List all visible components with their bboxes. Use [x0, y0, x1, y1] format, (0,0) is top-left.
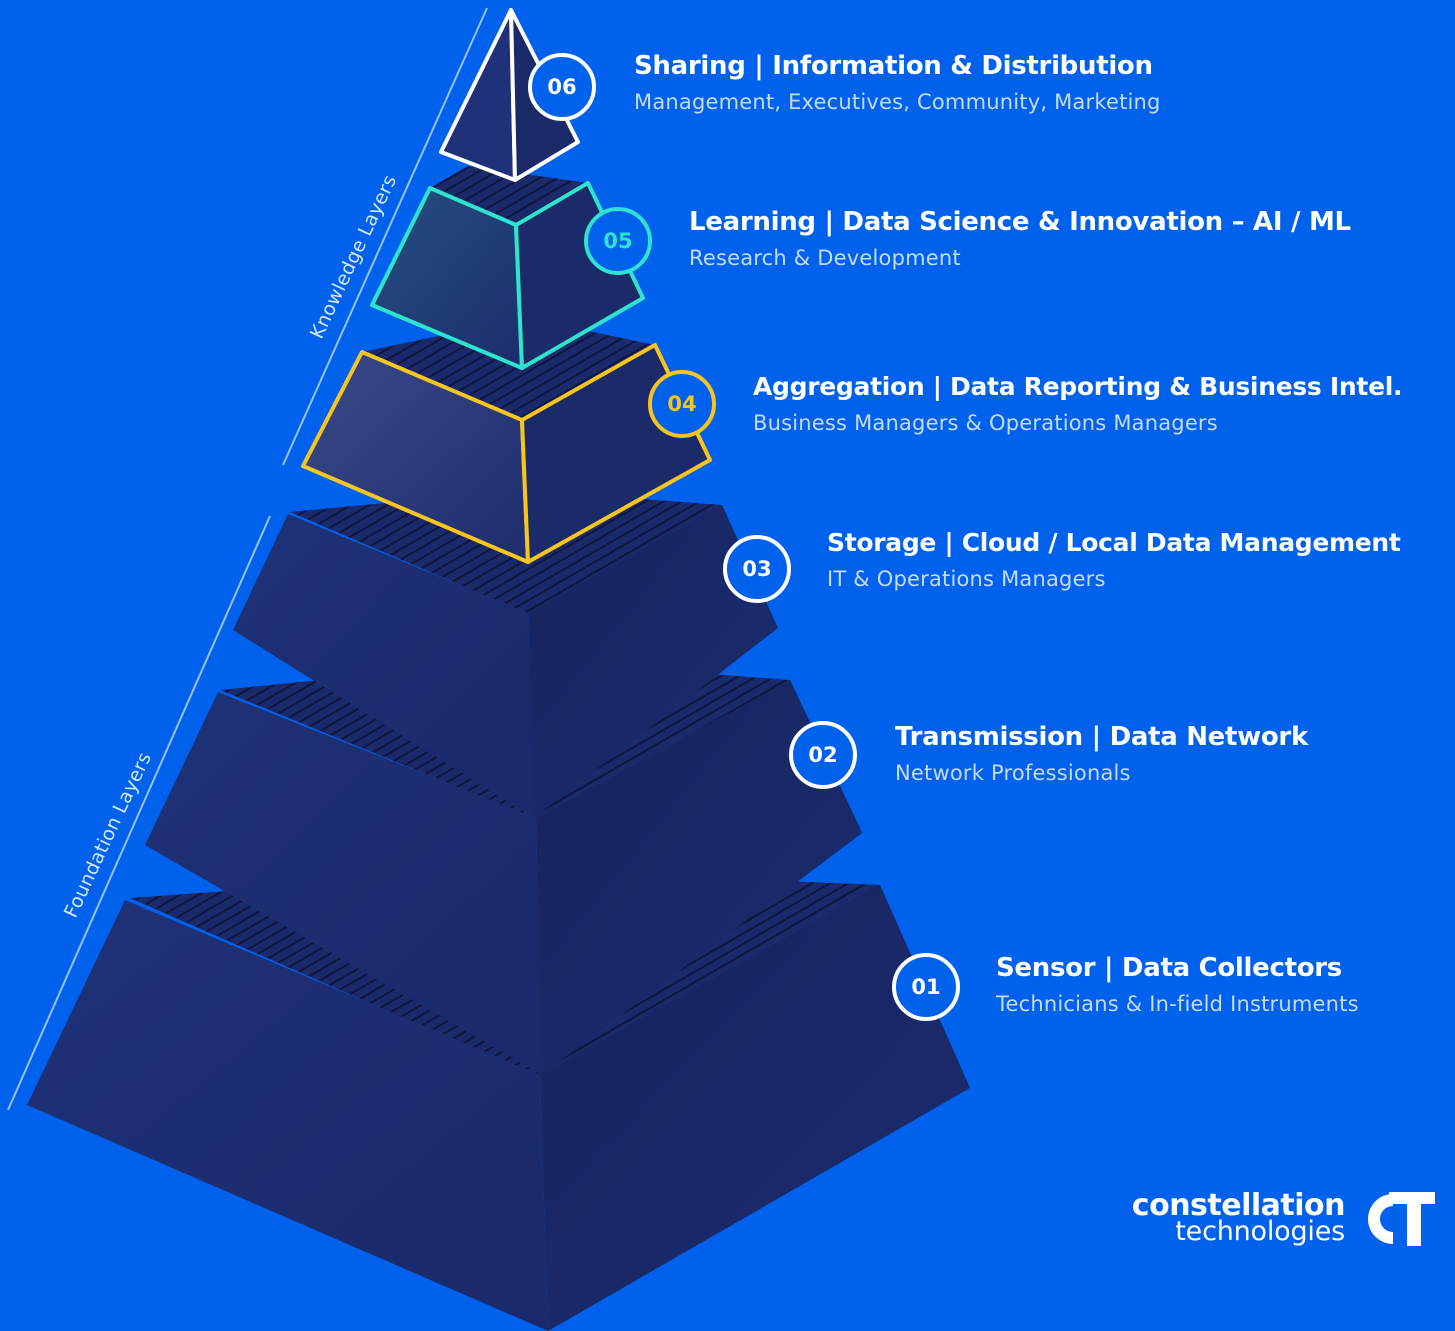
brand-wordmark: constellation technologies [1131, 1188, 1346, 1247]
layer-01-subtitle: Technicians & In-field Instruments [996, 992, 1359, 1016]
layer-02-title: Transmission | Data Network [895, 722, 1308, 752]
layer-05-subtitle: Research & Development [689, 246, 961, 270]
layer-01-label: Sensor | Data Collectors Technicians & I… [996, 952, 1359, 1018]
layer-03-badge: 03 [723, 535, 791, 603]
layer-04-badge: 04 [648, 370, 716, 438]
brand-line1: constellation [1131, 1188, 1346, 1223]
layer-04-subtitle: Business Managers & Operations Managers [753, 411, 1218, 435]
layer-05-block [370, 166, 645, 370]
foundation-guide-line [7, 515, 271, 1111]
layer-02-label: Transmission | Data Network Network Prof… [895, 721, 1308, 787]
layer-02-badge: 02 [789, 721, 857, 789]
layer-04-title: Aggregation | Data Reporting & Business … [753, 372, 1403, 401]
layer-06-subtitle: Management, Executives, Community, Marke… [634, 90, 1161, 114]
ct-logo-icon [1368, 1192, 1435, 1246]
brand-logo: constellation technologies [1132, 1188, 1437, 1250]
layer-03-label: Storage | Cloud / Local Data Management … [827, 527, 1401, 593]
layer-01-badge: 01 [892, 953, 960, 1021]
layer-06-badge: 06 [528, 53, 596, 121]
layer-04-label: Aggregation | Data Reporting & Business … [753, 371, 1403, 437]
layer-05-badge: 05 [584, 207, 652, 275]
layer-03-block [233, 490, 778, 818]
brand-line2: technologies [1175, 1216, 1345, 1247]
layer-05-label: Learning | Data Science & Innovation – A… [689, 206, 1351, 272]
layer-01-title: Sensor | Data Collectors [996, 953, 1342, 983]
layer-05-title: Learning | Data Science & Innovation – A… [689, 207, 1351, 237]
layer-03-subtitle: IT & Operations Managers [827, 567, 1106, 591]
layer-03-title: Storage | Cloud / Local Data Management [827, 528, 1401, 557]
layer-02-subtitle: Network Professionals [895, 761, 1131, 785]
layer-06-label: Sharing | Information & Distribution Man… [634, 50, 1161, 116]
knowledge-guide-line [282, 7, 488, 466]
layer-06-title: Sharing | Information & Distribution [634, 51, 1153, 81]
